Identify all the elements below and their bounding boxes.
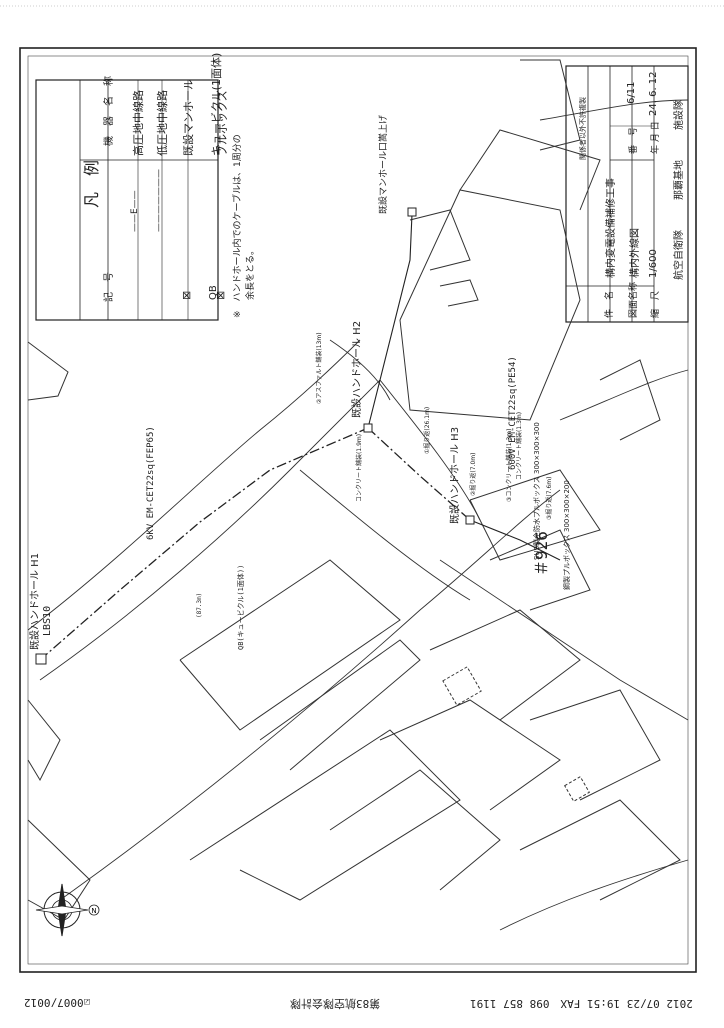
legend-row-name: 低圧地中線路 (156, 90, 169, 156)
lbs-label: LBS10 (42, 605, 53, 636)
compass-rose (35, 883, 100, 937)
fax-page: ☑0007/0012 (24, 996, 91, 1009)
dig-label: ③掘り返(7.6m) (546, 476, 553, 520)
hv-cable-route (39, 427, 471, 661)
legend-row-name: 既設マンホール (182, 79, 195, 156)
pullbox-label: SUS製全防水プルボックス 300×300×300 (533, 422, 541, 560)
pullbox-label: 鋼製プルボックス 300×300×200 (563, 480, 571, 590)
scale-label: 縮 尺 (651, 290, 661, 318)
org-name: 航空自衛隊 (674, 230, 685, 280)
project-name: 構内変電設備補修工事 (606, 178, 617, 278)
copy-stamp: 関係者以外不許複製 (579, 97, 587, 160)
handhole-h1-label: 既設ハンドホール H1 (30, 552, 41, 650)
base-name: 那覇基地 (674, 160, 685, 200)
legend-note: ※ ハンドホール内でのケーブルは、1周分の (233, 134, 243, 318)
drawing-name-label: 図面名称 (629, 281, 639, 318)
road-lines (27, 99, 689, 931)
handhole-h3-label: 既設ハンドホール H3 (450, 426, 461, 524)
sheet-number-label: 番 号 (629, 126, 639, 154)
fax-sender: 第83航空隊会計隊 (290, 997, 381, 1010)
legend-col-name: 機 器 名 称 (104, 76, 115, 146)
drawing-name: 構内外線図 (630, 228, 641, 278)
concrete-label: コンクリート舗装(1.3m) (516, 411, 523, 480)
lv-cable-route (367, 213, 561, 561)
compass-north-label: N (91, 907, 96, 915)
project-label: 件 名 (605, 290, 615, 318)
concrete-label: コンクリート舗装(1.9m) (356, 433, 363, 502)
date-label: 年 月 日 (651, 121, 661, 154)
legend-row-symbol: ——E—— (130, 190, 140, 232)
scale-value: 1/600 (648, 249, 659, 278)
legend-col-symbol: 記 号 (104, 272, 115, 302)
legend-title: 凡 例 (82, 159, 101, 208)
asphalt-label: ②アスファルト舗装(13m) (316, 332, 323, 404)
fax-header: 2012 07/23 19:51 FAX 098 857 1191 (470, 997, 693, 1010)
title-block (565, 65, 689, 323)
legend-row-symbol: ⊠ (214, 290, 227, 300)
legend-row-name: プルボックス (216, 90, 229, 156)
date-value: 24. 6. 12 (648, 71, 659, 116)
handhole-h2-label: 既設ハンドホール H2 (352, 320, 363, 418)
legend-note: 余長をとる。 (246, 245, 256, 300)
legend-row-name: 高圧地中線路 (132, 90, 145, 156)
dig-label: ①掘り返(26.1m) (424, 406, 431, 454)
inner-border (27, 55, 689, 965)
legend-box (35, 79, 219, 321)
cable-6kv-label: 6KV EM-CET22sq(FEP65) (146, 426, 156, 540)
qb-label: QB(キュービクル(1面体)) (237, 564, 245, 650)
sheet-number: 6/11 (626, 81, 637, 104)
legend-row-symbol: ——————— (154, 169, 164, 232)
handhole-markers (35, 207, 475, 665)
length-label: (87.3m) (196, 592, 203, 618)
building-outlines (27, 59, 681, 921)
manhole-raise-label: 既設マンホール口嵩上げ (379, 114, 389, 214)
legend-row-symbol: ⊠ (180, 290, 193, 300)
concrete-label: ③コンクリート舗装(1.3m) (506, 428, 513, 502)
existing-pits (442, 666, 590, 802)
dig-label: ②掘り返(7.0m) (470, 452, 477, 496)
unit-name: 施設隊 (674, 100, 685, 130)
outer-border (19, 47, 697, 973)
